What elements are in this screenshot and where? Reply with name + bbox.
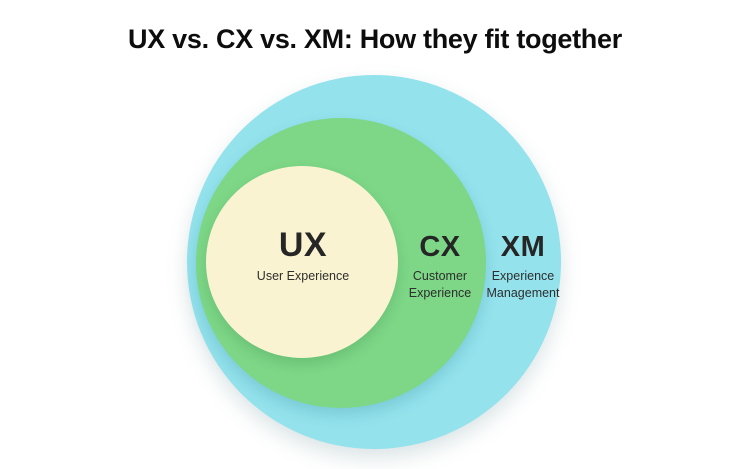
cx-label-group: CX Customer Experience bbox=[409, 233, 472, 302]
ux-abbreviation: UX bbox=[278, 226, 328, 264]
ux-full-name: User Experience bbox=[256, 269, 350, 283]
ux-label-group: UX User Experience bbox=[257, 228, 349, 285]
ux-inner-circle bbox=[206, 166, 398, 358]
xm-abbreviation: XM bbox=[500, 231, 546, 263]
xm-full-name: Experience Management bbox=[486, 269, 560, 300]
cx-full-name: Customer Experience bbox=[408, 269, 472, 300]
cx-abbreviation: CX bbox=[419, 231, 461, 263]
xm-label-group: XM Experience Management bbox=[487, 233, 560, 302]
page-title: UX vs. CX vs. XM: How they fit together bbox=[128, 24, 622, 54]
